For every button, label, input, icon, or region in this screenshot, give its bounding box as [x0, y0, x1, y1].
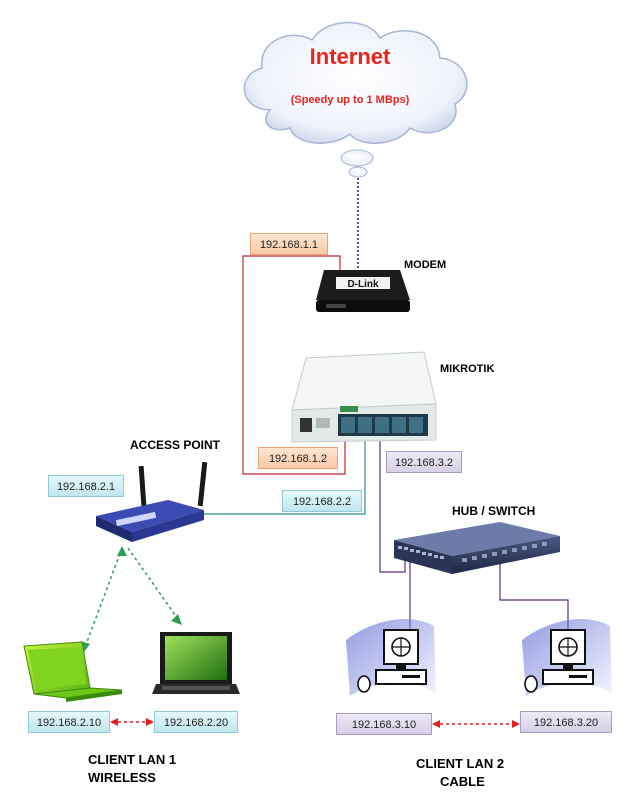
modem-label: MODEM: [404, 259, 447, 271]
client-lan-1-title: CLIENT LAN 1: [88, 752, 177, 767]
internet-speed-subtitle: (Speedy up to 1 MBps): [290, 94, 410, 106]
laptop-1-icon: [23, 641, 123, 702]
pc-2-ip-label: 192.168.3.20: [520, 711, 612, 733]
mikrotik-lan1-ip-label: 192.168.2.2: [282, 490, 362, 512]
hub-switch-label: HUB / SWITCH: [452, 504, 536, 518]
access-point-icon: [96, 461, 208, 542]
switch-uplink: [379, 440, 406, 573]
mikrotik-icon: [291, 351, 437, 443]
wan-link: [242, 255, 346, 475]
modem-icon: D-Link: [316, 270, 410, 312]
mikrotik-lan2-ip-label: 192.168.3.2: [386, 451, 462, 473]
wireless-link-laptop2: [127, 547, 181, 623]
access-point-ip-label: 192.168.2.1: [48, 475, 124, 497]
pc-2-icon: [522, 618, 612, 696]
internet-cloud-icon: [243, 21, 468, 178]
ap-link: [180, 440, 366, 515]
mikrotik-label: MIKROTIK: [440, 363, 495, 375]
client-lan-2-subtitle: CABLE: [440, 774, 485, 789]
pc-1-icon: [346, 618, 436, 696]
modem-brand-label: D-Link: [347, 279, 379, 290]
pc-1-ip-label: 192.168.3.10: [336, 713, 432, 735]
laptop-2-ip-label: 192.168.2.20: [154, 711, 238, 733]
wireless-link-laptop1: [83, 547, 123, 651]
client-lan-2-title: CLIENT LAN 2: [416, 756, 505, 771]
mikrotik-wan-ip-label: 192.168.1.2: [258, 447, 338, 469]
hub-switch-icon: [394, 522, 560, 574]
access-point-label: ACCESS POINT: [130, 438, 221, 452]
laptop-1-ip-label: 192.168.2.10: [28, 711, 110, 733]
laptop-2-icon: [152, 632, 240, 694]
client-lan-1-subtitle: WIRELESS: [88, 770, 156, 785]
internet-title: Internet: [309, 44, 391, 69]
modem-ip-label: 192.168.1.1: [250, 233, 328, 255]
